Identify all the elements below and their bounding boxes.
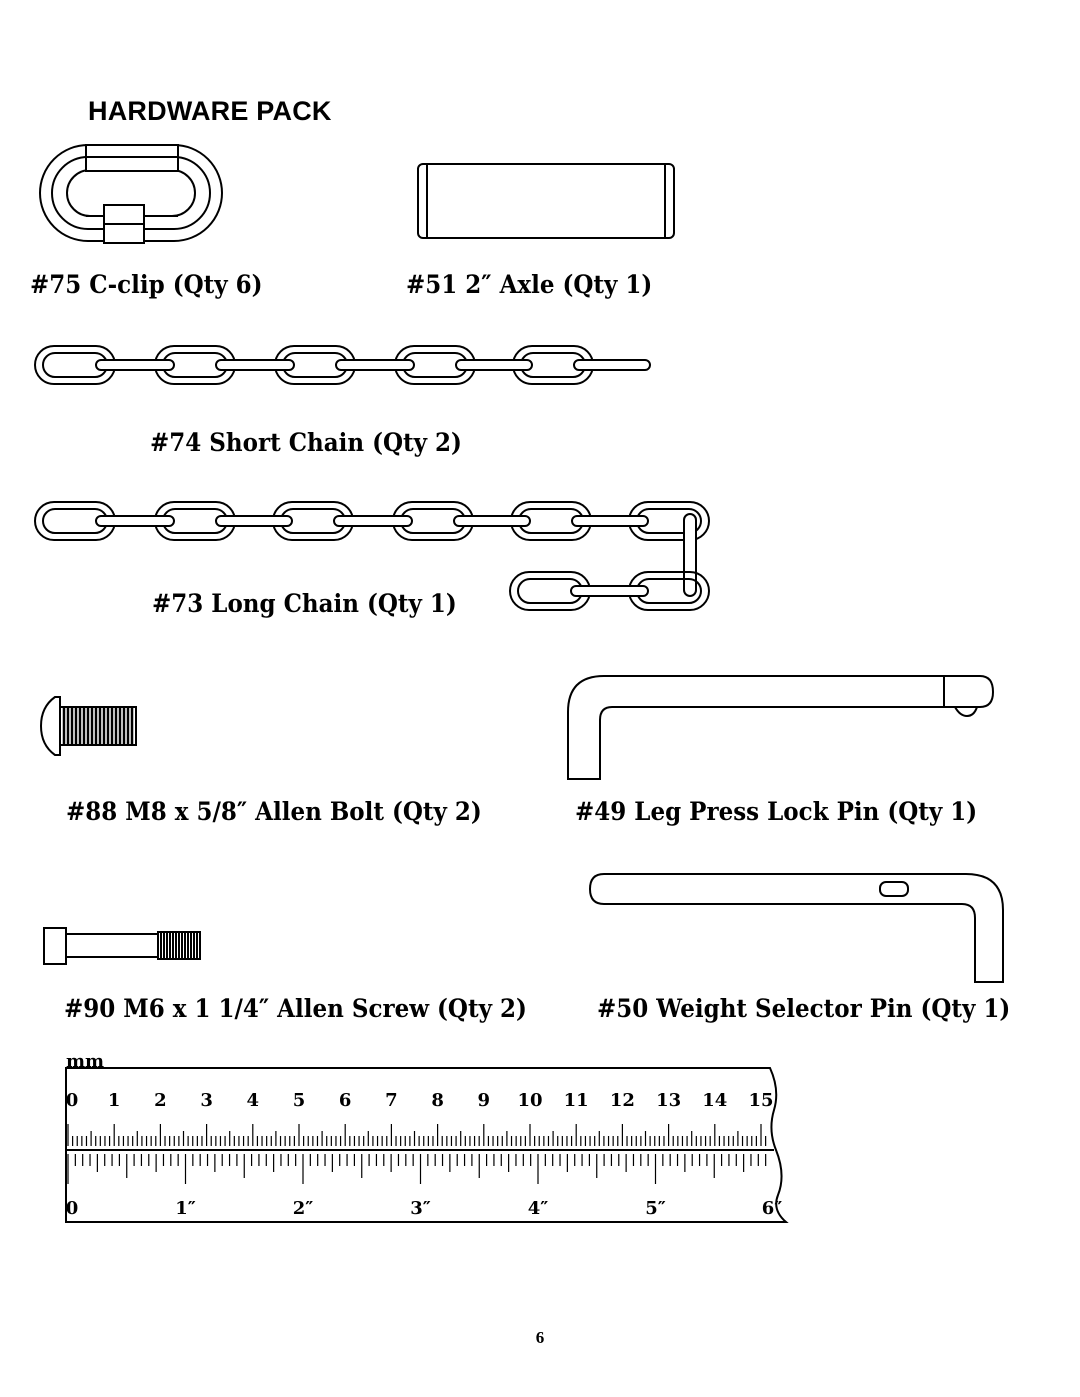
ruler-inch-label: 0 (66, 1198, 79, 1219)
ruler-cm-label: 4 (247, 1090, 260, 1111)
lock-pin-icon (567, 675, 995, 780)
allen-bolt-label: #88 M8 x 5/8″ Allen Bolt (Qty 2) (66, 797, 482, 826)
ruler-cm-label: 14 (702, 1090, 727, 1111)
ruler-cm-label: 12 (610, 1090, 635, 1111)
ruler-cm-label: 2 (154, 1090, 167, 1111)
short-chain-icon (34, 345, 651, 385)
page-number: 6 (535, 1328, 545, 1347)
ruler-cm-label: 6 (339, 1090, 352, 1111)
short-chain-label: #74 Short Chain (Qty 2) (150, 428, 462, 457)
axle-icon (417, 163, 675, 239)
ruler-cm-label: 3 (200, 1090, 213, 1111)
ruler-cm-label: 8 (431, 1090, 444, 1111)
c-clip-label: #75 C-clip (Qty 6) (30, 270, 263, 299)
ruler-cm-label: 15 (748, 1090, 773, 1111)
ruler-cm-label: 10 (517, 1090, 542, 1111)
axle-label: #51 2″ Axle (Qty 1) (406, 270, 653, 299)
long-chain-icon (34, 501, 710, 611)
ruler-inch-label: 2″ (293, 1198, 314, 1219)
long-chain-label: #73 Long Chain (Qty 1) (152, 589, 457, 618)
selector-pin-label: #50 Weight Selector Pin (Qty 1) (597, 994, 1011, 1023)
ruler-cm-label: 13 (656, 1090, 681, 1111)
c-clip-icon (39, 144, 223, 244)
allen-screw-label: #90 M6 x 1 1/4″ Allen Screw (Qty 2) (64, 994, 527, 1023)
ruler-inch-label: 5″ (645, 1198, 666, 1219)
ruler-cm-label: 1 (108, 1090, 121, 1111)
selector-pin-icon (588, 873, 1004, 983)
page-title: HARDWARE PACK (88, 96, 332, 126)
allen-screw-icon (43, 927, 201, 965)
ruler-unit-label: mm (66, 1051, 104, 1072)
ruler-cm-label: 9 (478, 1090, 491, 1111)
ruler-inch-label: 3″ (410, 1198, 431, 1219)
ruler-inch-label: 4″ (528, 1198, 549, 1219)
ruler-cm-label: 7 (385, 1090, 398, 1111)
ruler-icon (65, 1067, 789, 1223)
ruler-cm-label: 11 (564, 1090, 589, 1111)
ruler-cm-label: 0 (66, 1090, 79, 1111)
ruler-cm-label: 5 (293, 1090, 306, 1111)
lock-pin-label: #49 Leg Press Lock Pin (Qty 1) (575, 797, 978, 826)
ruler-inch-label: 6″ (762, 1198, 783, 1219)
allen-bolt-icon (39, 696, 137, 756)
ruler-inch-label: 1″ (175, 1198, 196, 1219)
